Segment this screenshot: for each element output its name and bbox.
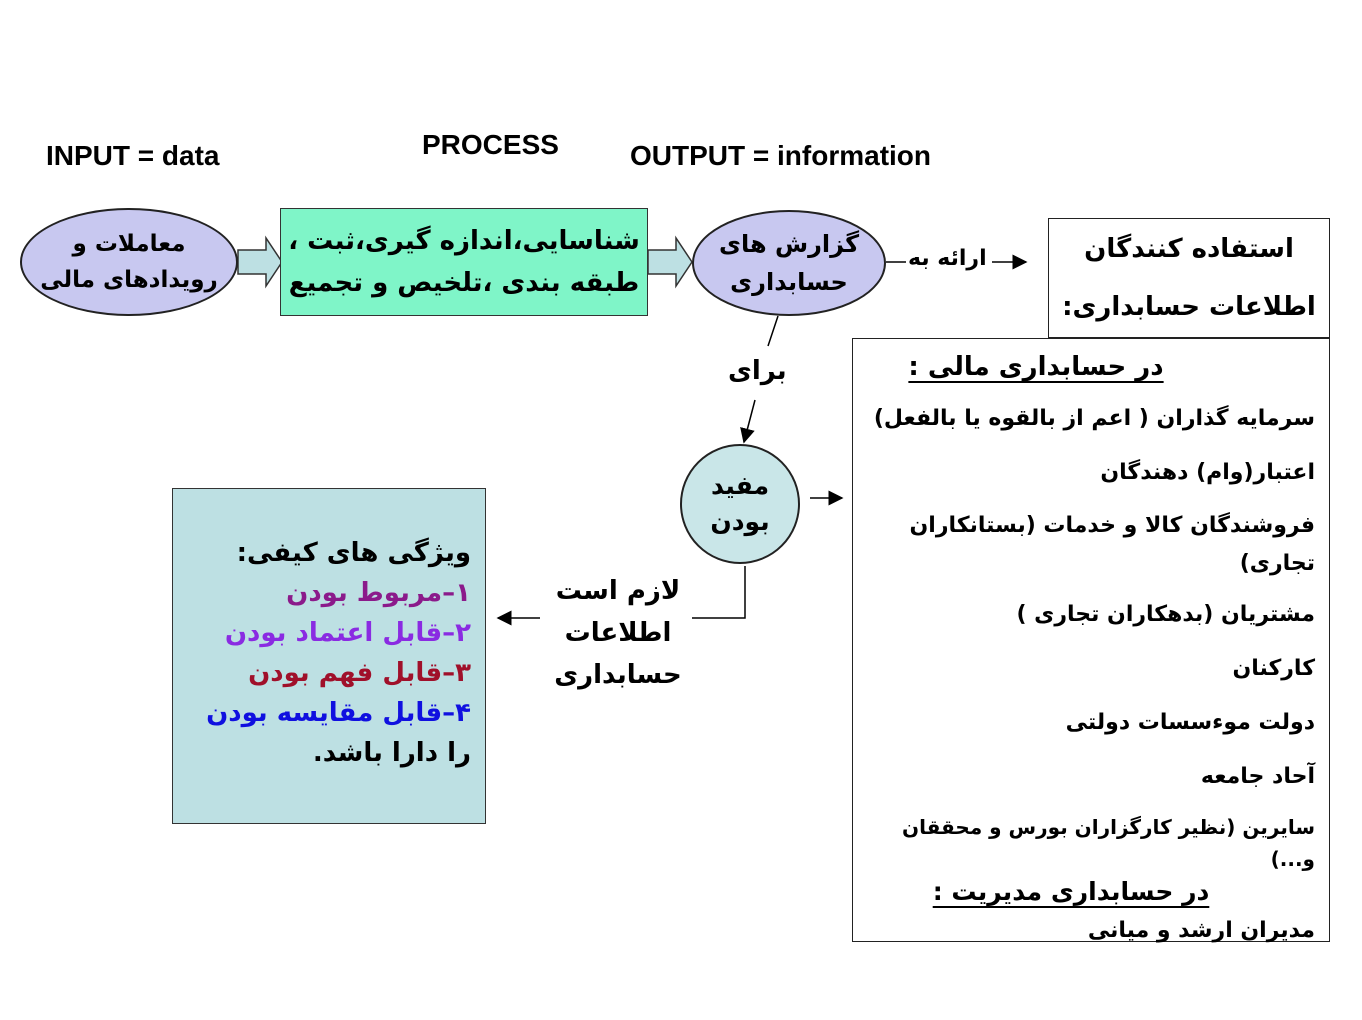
financial-item-7: آحاد جامعه — [1200, 764, 1315, 789]
users-box-line-2: اطلاعات حسابداری: — [1062, 292, 1316, 322]
management-heading: در حسابداری مدیریت : — [932, 877, 1210, 906]
reports-line-1: گزارش های — [718, 230, 860, 258]
reports-node: گزارش های حسابداری — [692, 210, 886, 316]
users-box-line-1: استفاده کنندگان — [1084, 234, 1294, 264]
transactions-line-1: معاملات و — [72, 231, 186, 257]
financial-heading: در حسابداری مالی : — [908, 352, 1164, 382]
useful-line-1: مفید — [710, 471, 770, 500]
qualities-title: ویژگی های کیفی: — [236, 538, 471, 568]
quality-item-4: ۴–قابل مقایسه بودن — [206, 698, 471, 728]
input-header: INPUT = data — [46, 140, 220, 171]
process-box: شناسایی،اندازه گیری،ثبت ، طبقه بندی ،تلخ… — [280, 208, 648, 316]
qualities-box: ویژگی های کیفی: ۱–مربوط بودن ۲–قابل اعتم… — [172, 488, 486, 824]
quality-item-3: ۳–قابل فهم بودن — [248, 658, 471, 688]
arrow-for-top — [767, 315, 779, 347]
financial-item-2: اعتبار(وام) دهندگان — [1100, 460, 1315, 485]
output-header: OUTPUT = information — [630, 140, 931, 171]
process-header: PROCESS — [422, 129, 559, 160]
connector-useful-required — [692, 566, 746, 619]
useful-node: مفید بودن — [680, 444, 800, 564]
process-line-2: طبقه بندی ،تلخیص و تجمیع — [288, 268, 640, 298]
present-to-label: ارائه به — [908, 246, 987, 271]
users-list-box: در حسابداری مالی : سرمایه گذاران ( اعم ا… — [852, 338, 1330, 943]
management-item-1: مدیران ارشد و میانی — [1087, 918, 1315, 943]
transactions-node: معاملات و رویدادهای مالی — [20, 208, 238, 316]
arrow-for-bottom — [740, 399, 756, 444]
financial-item-3: فروشندگان کالا و خدمات (بستانکاران تجاری… — [909, 513, 1315, 576]
financial-item-8: سایرین (نظیر کارگزاران بورس و محققان و..… — [902, 815, 1315, 871]
financial-item-1: سرمایه گذاران ( اعم از بالقوه یا بالفعل) — [873, 406, 1315, 431]
quality-item-1: ۱–مربوط بودن — [286, 578, 471, 608]
block-arrow-2 — [647, 235, 693, 289]
users-box: استفاده کنندگان اطلاعات حسابداری: — [1048, 218, 1330, 338]
useful-line-2: بودن — [710, 507, 770, 536]
required-line-2: اطلاعات — [564, 618, 672, 648]
financial-item-4: مشتریان (بدهکاران تجاری ) — [1016, 602, 1315, 627]
reports-line-2: حسابداری — [730, 268, 848, 296]
block-arrow-1 — [237, 235, 283, 289]
required-line-1: لازم است — [555, 576, 681, 606]
transactions-line-2: رویدادهای مالی — [40, 267, 218, 293]
required-line-3: حسابداری — [554, 660, 682, 690]
for-label: برای — [728, 356, 787, 386]
required-label: لازم است اطلاعات حسابداری — [548, 570, 688, 696]
qualities-footer: را دارا باشد. — [312, 738, 471, 768]
quality-item-2: ۲–قابل اعتماد بودن — [224, 618, 471, 648]
financial-item-6: دولت موءسسات دولتی — [1065, 710, 1315, 735]
financial-item-5: کارکنان — [1232, 656, 1315, 681]
process-line-1: شناسایی،اندازه گیری،ثبت ، — [288, 226, 640, 256]
